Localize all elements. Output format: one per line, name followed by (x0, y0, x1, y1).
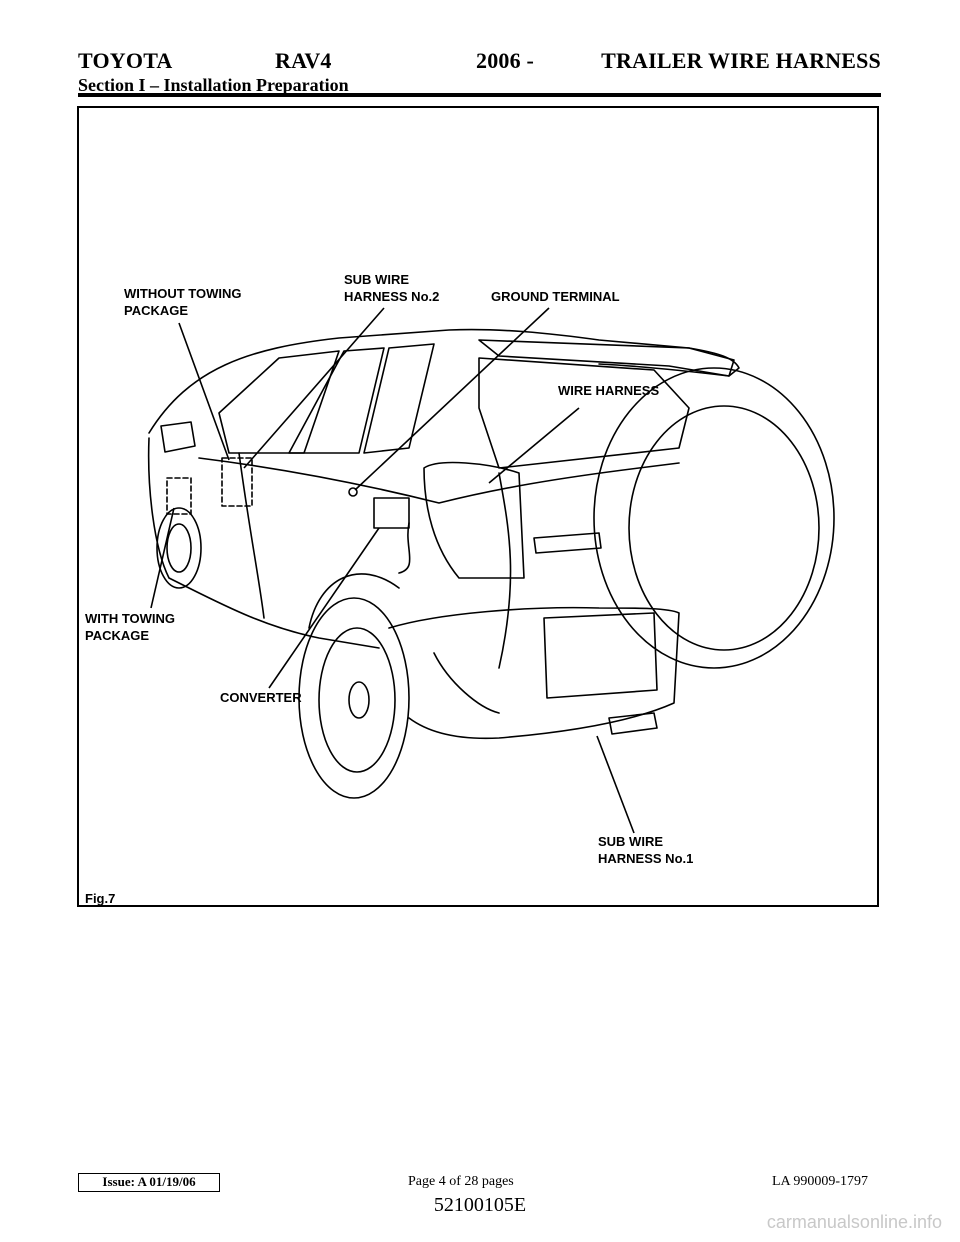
leader-sub-wire-1 (596, 735, 635, 834)
label-without-towing-2: PACKAGE (124, 303, 188, 318)
header-year: 2006 - (476, 48, 535, 73)
watermark: carmanualsonline.info (766, 1212, 942, 1232)
header-document-title: TRAILER WIRE HARNESS (601, 48, 881, 73)
window-middle (288, 347, 385, 454)
hitch (608, 712, 658, 735)
with-towing-box (166, 477, 192, 515)
rear-bumper (388, 606, 680, 740)
leader-sub-wire-2 (243, 307, 385, 469)
header-rule (78, 93, 881, 97)
ground-terminal (348, 487, 358, 497)
window-rear (363, 343, 435, 454)
part-number: 52100105E (433, 1194, 527, 1216)
vehicle-line-drawing-icon: WITHOUT TOWING PACKAGE SUB WIRE HARNESS … (85, 272, 835, 906)
label-sub-wire-1-1: SUB WIRE (598, 834, 663, 849)
rear-window (478, 357, 690, 469)
label-sub-wire-2-2: HARNESS No.2 (344, 289, 439, 304)
label-converter: CONVERTER (220, 690, 302, 705)
label-with-towing-2: PACKAGE (85, 628, 149, 643)
beltline (198, 457, 680, 504)
rear-wheel-arch (308, 573, 400, 629)
converter-box (373, 497, 410, 529)
leader-converter (268, 527, 380, 689)
side-mirror (160, 421, 196, 453)
label-with-towing-1: WITH TOWING (85, 611, 175, 626)
label-fig-number: Fig.7 (85, 891, 115, 906)
rear-spoiler (478, 339, 735, 377)
rear-wheel (298, 597, 410, 799)
spare-tire (593, 367, 835, 669)
window-front (218, 350, 340, 454)
tailgate-handle (533, 532, 602, 554)
wiring-path (398, 472, 512, 714)
license-plate (543, 612, 658, 699)
roof-outline (148, 328, 740, 434)
body-side (147, 437, 380, 649)
front-wheel (156, 507, 202, 589)
label-wire-harness: WIRE HARNESS (558, 383, 659, 398)
page-number: Page 4 of 28 pages (408, 1174, 514, 1189)
leader-wire-harness (488, 407, 580, 484)
page-header: TOYOTA RAV4 2006 - TRAILER WIRE HARNESS (78, 48, 881, 74)
label-sub-wire-1-2: HARNESS No.1 (598, 851, 693, 866)
tail-lamp (423, 461, 525, 579)
without-towing-box (221, 457, 253, 507)
leader-without-towing (178, 322, 230, 461)
door-cut (238, 452, 265, 619)
figure-frame: WITHOUT TOWING PACKAGE SUB WIRE HARNESS … (77, 106, 879, 907)
label-sub-wire-2-1: SUB WIRE (344, 272, 409, 287)
leader-with-towing (150, 507, 175, 609)
label-without-towing-1: WITHOUT TOWING (124, 286, 241, 301)
issue-box: Issue: A 01/19/06 (78, 1173, 220, 1192)
header-make: TOYOTA (78, 48, 173, 73)
document-number: LA 990009-1797 (772, 1174, 869, 1189)
header-model: RAV4 (275, 48, 332, 73)
section-title: Section I – Installation Preparation (78, 75, 349, 95)
leader-ground-terminal (354, 307, 550, 491)
label-ground-terminal: GROUND TERMINAL (491, 289, 620, 304)
